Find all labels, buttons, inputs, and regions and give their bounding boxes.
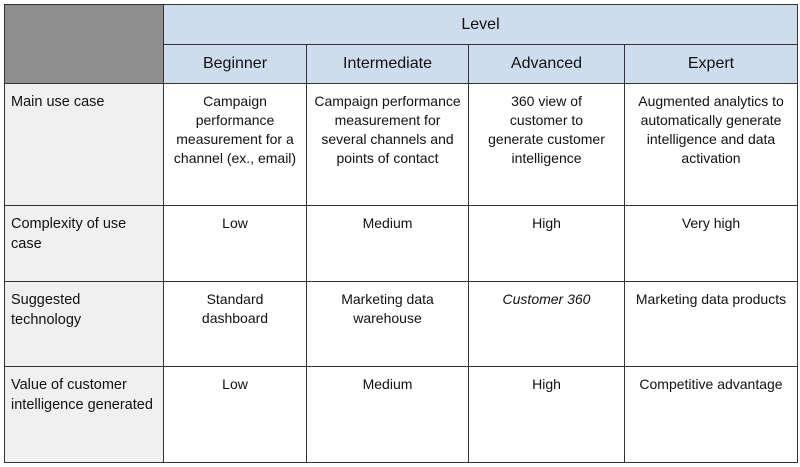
row-label: Complexity of use case	[4, 205, 164, 282]
level-header-intermediate: Intermediate	[306, 44, 469, 84]
level-group-header: Level	[163, 4, 798, 45]
table-row: Main use case Campaign performance measu…	[4, 83, 798, 206]
level-header-advanced: Advanced	[468, 44, 625, 84]
table-cell: Medium	[306, 366, 469, 463]
maturity-level-table: Level Beginner Intermediate Advanced Exp…	[4, 4, 798, 463]
table-cell: Campaign performance measurement for a c…	[163, 83, 307, 206]
table-row: Value of customer intelligence generated…	[4, 366, 798, 463]
table-cell: Customer 360	[468, 281, 625, 367]
table-row: Suggested technology Standard dashboard …	[4, 281, 798, 367]
table-cell: Low	[163, 366, 307, 463]
table-cell: High	[468, 205, 625, 282]
table-cell: Very high	[624, 205, 798, 282]
table-cell: Marketing data warehouse	[306, 281, 469, 367]
table-cell: Campaign performance measurement for sev…	[306, 83, 469, 206]
row-label: Value of customer intelligence generated	[4, 366, 164, 463]
corner-cell	[4, 4, 164, 84]
level-header-expert: Expert	[624, 44, 798, 84]
table-cell: High	[468, 366, 625, 463]
table-cell: Competitive advantage	[624, 366, 798, 463]
level-header-beginner: Beginner	[163, 44, 307, 84]
table-cell: Marketing data products	[624, 281, 798, 367]
table-cell: Standard dashboard	[163, 281, 307, 367]
table-cell: Augmented analytics to automatically gen…	[624, 83, 798, 206]
table-cell: Low	[163, 205, 307, 282]
row-label: Suggested technology	[4, 281, 164, 367]
table-cell: Medium	[306, 205, 469, 282]
table-row: Complexity of use case Low Medium High V…	[4, 205, 798, 282]
table-cell: 360 view of customer to generate custome…	[468, 83, 625, 206]
row-label: Main use case	[4, 83, 164, 206]
